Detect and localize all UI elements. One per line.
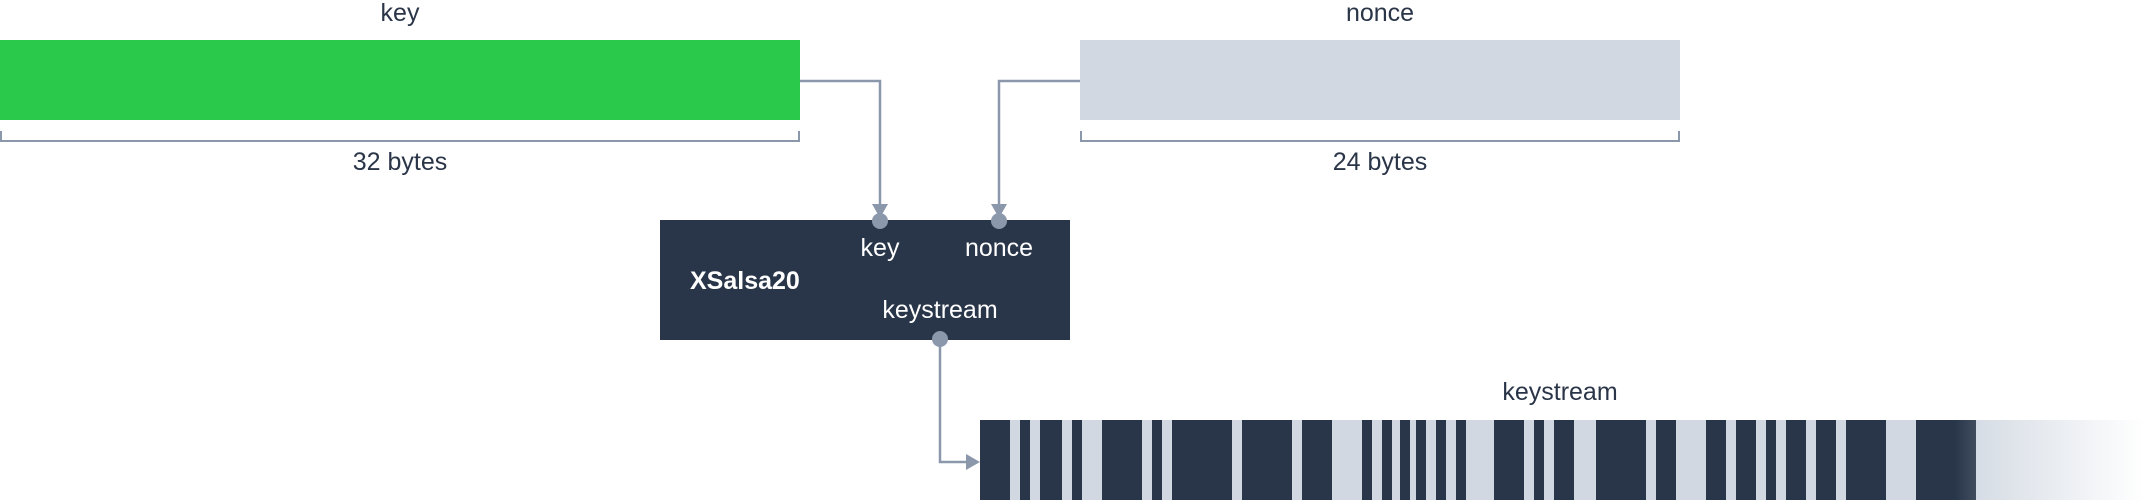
keystream-segment — [1302, 420, 1332, 500]
keystream-segment — [1020, 420, 1030, 500]
keystream-segment — [1152, 420, 1162, 500]
keystream-segment — [1806, 420, 1816, 500]
keystream-segment — [1082, 420, 1102, 500]
keystream-label: keystream — [1502, 378, 1617, 406]
keystream-segment — [1426, 420, 1436, 500]
keystream-segment — [1656, 420, 1676, 500]
keystream-segment — [1040, 420, 1062, 500]
keystream-segment — [1846, 420, 1886, 500]
keystream-segment — [1736, 420, 1756, 500]
keystream-segment — [1596, 420, 1646, 500]
keystream-segment — [1646, 420, 1656, 500]
keystream-segment — [980, 420, 1010, 500]
keystream-segment — [1524, 420, 1534, 500]
keystream-segment — [1372, 420, 1382, 500]
nonce-connector — [997, 79, 1080, 205]
nonce-size-bracket — [1080, 131, 1680, 142]
nonce-port-label: nonce — [965, 234, 1033, 262]
keystream-segment — [1766, 420, 1776, 500]
keystream-segment — [1030, 420, 1040, 500]
keystream-segment — [1242, 420, 1292, 500]
keystream-segment — [1816, 420, 1836, 500]
keystream-segment — [1494, 420, 1524, 500]
keystream-segment — [1232, 420, 1242, 500]
keystream-segment — [1886, 420, 1916, 500]
keystream-segment — [1726, 420, 1736, 500]
keystream-segment — [1706, 420, 1726, 500]
keystream-segment — [1466, 420, 1494, 500]
xsalsa20-box — [660, 220, 1070, 340]
keystream-segment — [1410, 420, 1416, 500]
key-port-label: key — [861, 234, 900, 262]
keystream-arrowhead — [966, 454, 980, 470]
keystream-segment — [1544, 420, 1554, 500]
keystream-segment — [1446, 420, 1456, 500]
keystream-segment — [1534, 420, 1544, 500]
keystream-bar — [980, 420, 2144, 500]
keystream-segment — [1786, 420, 1806, 500]
keystream-segment — [1676, 420, 1706, 500]
nonce-bar — [1080, 40, 1680, 120]
nonce-label: nonce — [1346, 0, 1414, 27]
keystream-segment — [1072, 420, 1082, 500]
key-size-bracket — [0, 131, 800, 142]
keystream-segment — [1756, 420, 1766, 500]
keystream-segment — [1062, 420, 1072, 500]
nonce-arrowhead — [991, 204, 1007, 218]
xsalsa20-title: XSalsa20 — [690, 267, 800, 295]
keystream-segment — [1392, 420, 1400, 500]
keystream-segment — [1362, 420, 1372, 500]
keystream-port-label: keystream — [882, 296, 997, 324]
key-size-label: 32 bytes — [353, 148, 448, 176]
keystream-segment — [1172, 420, 1232, 500]
keystream-segment — [1332, 420, 1362, 500]
keystream-port-dot — [932, 331, 948, 347]
keystream-segment — [1436, 420, 1446, 500]
keystream-segment — [1836, 420, 1846, 500]
key-port-dot — [872, 213, 888, 229]
keystream-segment — [1554, 420, 1574, 500]
keystream-fade — [1955, 420, 2144, 500]
keystream-segment — [1292, 420, 1302, 500]
nonce-size-label: 24 bytes — [1333, 148, 1428, 176]
key-connector — [800, 79, 882, 205]
key-label: key — [381, 0, 420, 27]
keystream-segment — [1456, 420, 1466, 500]
nonce-port-dot — [991, 213, 1007, 229]
keystream-segment — [1102, 420, 1142, 500]
keystream-segment — [1574, 420, 1596, 500]
keystream-segment — [1416, 420, 1426, 500]
keystream-segment — [1142, 420, 1152, 500]
keystream-segment — [1776, 420, 1786, 500]
keystream-segment — [1162, 420, 1172, 500]
key-arrowhead — [872, 204, 888, 218]
key-bar — [0, 40, 800, 120]
keystream-segment — [1400, 420, 1410, 500]
keystream-connector — [938, 341, 968, 464]
keystream-segment — [1382, 420, 1392, 500]
keystream-segment — [1010, 420, 1020, 500]
